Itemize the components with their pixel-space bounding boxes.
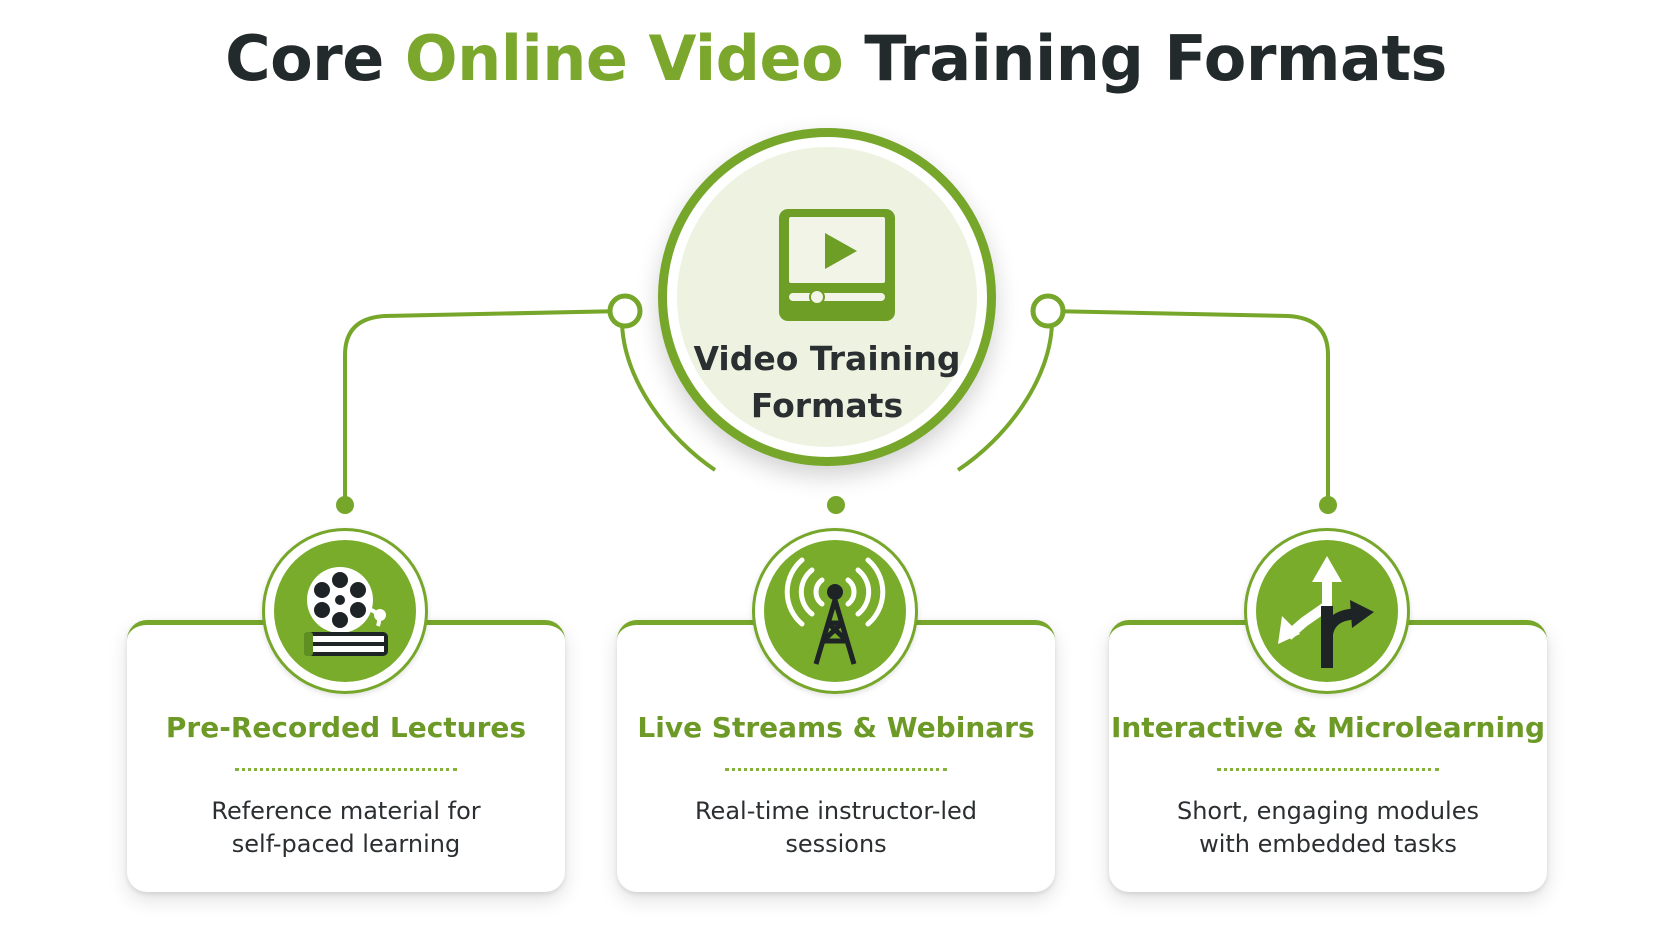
hub-background: Video Training Formats: [677, 147, 977, 447]
hub-label-line2: Formats: [750, 386, 904, 425]
title-part-core: Core: [225, 22, 405, 95]
connector-dot-left: [336, 496, 354, 514]
card-description-line1: Real-time instructor-led: [694, 797, 978, 825]
connector-arc-left: [620, 319, 717, 472]
dotted-divider: [1217, 768, 1439, 771]
badge-pre-recorded-inner: [274, 540, 416, 682]
connector-left: [343, 309, 626, 500]
card-description-line2: self-paced learning: [231, 830, 461, 858]
connector-node-right: [1030, 293, 1066, 329]
hub-label-line1: Video Training: [693, 339, 961, 378]
dotted-divider: [235, 768, 457, 771]
branching-arrows-icon: [1278, 556, 1374, 668]
connector-dot-center: [827, 496, 845, 514]
card-title: Pre-Recorded Lectures: [165, 711, 527, 744]
broadcast-tower-icon: [784, 557, 886, 665]
card-description-line1: Short, engaging modules: [1176, 797, 1479, 825]
connector-right: [1047, 309, 1330, 500]
page-title: Core Online Video Training Formats: [0, 22, 1672, 95]
card-description-line2: sessions: [785, 830, 887, 858]
card-title: Live Streams & Webinars: [637, 711, 1035, 744]
badge-interactive-inner: [1256, 540, 1398, 682]
badge-pre-recorded: [262, 528, 428, 694]
video-player-icon: [779, 209, 895, 321]
badge-interactive: [1244, 528, 1410, 694]
hub-label: Video Training Formats: [677, 335, 977, 429]
title-part-highlight: Online Video: [404, 22, 844, 95]
card-description: Reference material for self-paced learni…: [147, 795, 545, 861]
title-part-rest: Training Formats: [843, 22, 1447, 95]
card-description: Short, engaging modules with embedded ta…: [1129, 795, 1527, 861]
card-description: Real-time instructor-led sessions: [637, 795, 1035, 861]
dotted-divider: [725, 768, 947, 771]
card-title: Interactive & Microlearning: [1110, 711, 1546, 744]
connector-arc-right: [956, 319, 1054, 472]
badge-live-streams: [752, 528, 918, 694]
connector-node-left: [607, 293, 643, 329]
connector-dot-right: [1319, 496, 1337, 514]
badge-live-streams-inner: [764, 540, 906, 682]
card-description-line1: Reference material for: [211, 797, 481, 825]
card-description-line2: with embedded tasks: [1199, 830, 1457, 858]
central-hub: Video Training Formats: [658, 128, 996, 466]
film-reel-book-icon: [304, 567, 388, 656]
